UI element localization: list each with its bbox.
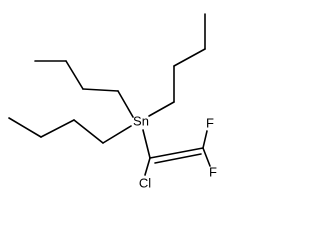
bond	[73, 119, 104, 144]
bond	[65, 60, 84, 90]
bond	[117, 90, 134, 118]
bond	[148, 101, 175, 117]
bond	[40, 119, 75, 138]
bond	[102, 125, 132, 144]
bond	[142, 129, 151, 159]
butyl-chain-upper-left	[34, 60, 134, 118]
bond	[173, 48, 206, 67]
double-bond	[154, 153, 202, 164]
structural-formula: Sn Cl F F	[8, 13, 217, 190]
difluorovinyl-group	[142, 129, 211, 176]
bond	[202, 130, 208, 149]
atom-label-chlorine: Cl	[139, 175, 151, 190]
atom-label-fluorine-top: F	[206, 115, 214, 130]
bond	[202, 147, 211, 167]
bond	[8, 117, 42, 138]
bond	[82, 88, 119, 92]
atom-label-tin: Sn	[133, 113, 149, 128]
butyl-chain-lower-left	[8, 117, 132, 144]
atom-label-fluorine-bottom: F	[209, 164, 217, 179]
double-bond	[149, 147, 204, 159]
bond	[144, 157, 151, 176]
butyl-chain-upper-right	[148, 13, 206, 117]
